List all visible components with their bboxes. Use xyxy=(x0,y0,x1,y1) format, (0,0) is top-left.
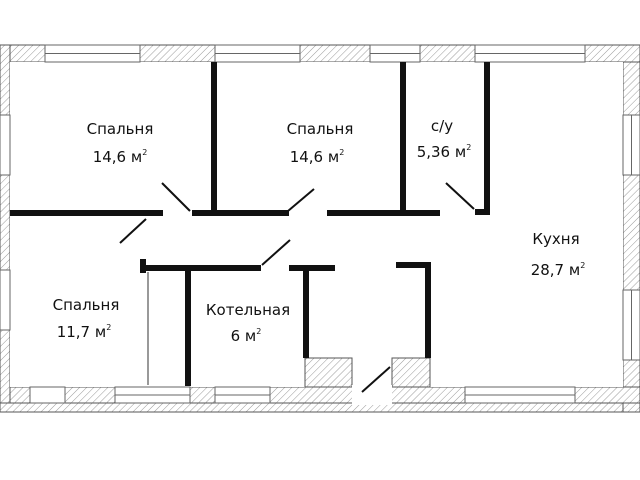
room-name-kitchen: Кухня xyxy=(532,230,579,248)
room-name-bedroom-2: Спальня xyxy=(287,120,354,138)
window xyxy=(29,386,66,404)
door xyxy=(361,366,391,393)
room-area-bedroom-3: 11,7 м2 xyxy=(57,323,112,341)
door xyxy=(445,182,475,210)
outer-walls xyxy=(0,44,640,413)
window xyxy=(0,114,11,176)
window xyxy=(0,269,11,331)
outer-wall-left xyxy=(0,44,11,404)
windows xyxy=(0,44,640,404)
door xyxy=(119,218,147,244)
room-area-bedroom-2: 14,6 м2 xyxy=(290,148,345,166)
room-area-bedroom-1: 14,6 м2 xyxy=(93,148,148,166)
room-name-boiler-room: Котельная xyxy=(206,301,290,319)
room-area-bathroom: 5,36 м2 xyxy=(417,143,472,161)
doors xyxy=(119,182,475,393)
room-area-boiler-room: 6 м2 xyxy=(231,327,262,345)
room-area-kitchen: 28,7 м2 xyxy=(531,261,586,279)
room-name-bathroom: с/у xyxy=(431,117,453,135)
door xyxy=(287,188,315,212)
interior-floor xyxy=(10,62,623,387)
room-name-bedroom-3: Спальня xyxy=(53,296,120,314)
door xyxy=(161,182,191,212)
interior-walls xyxy=(10,62,490,386)
entrance-gap xyxy=(352,385,392,405)
room-name-bedroom-1: Спальня xyxy=(87,120,154,138)
room-labels: Спальня 14,6 м2 Спальня 14,6 м2 с/у 5,36… xyxy=(53,117,586,345)
door xyxy=(261,239,291,266)
